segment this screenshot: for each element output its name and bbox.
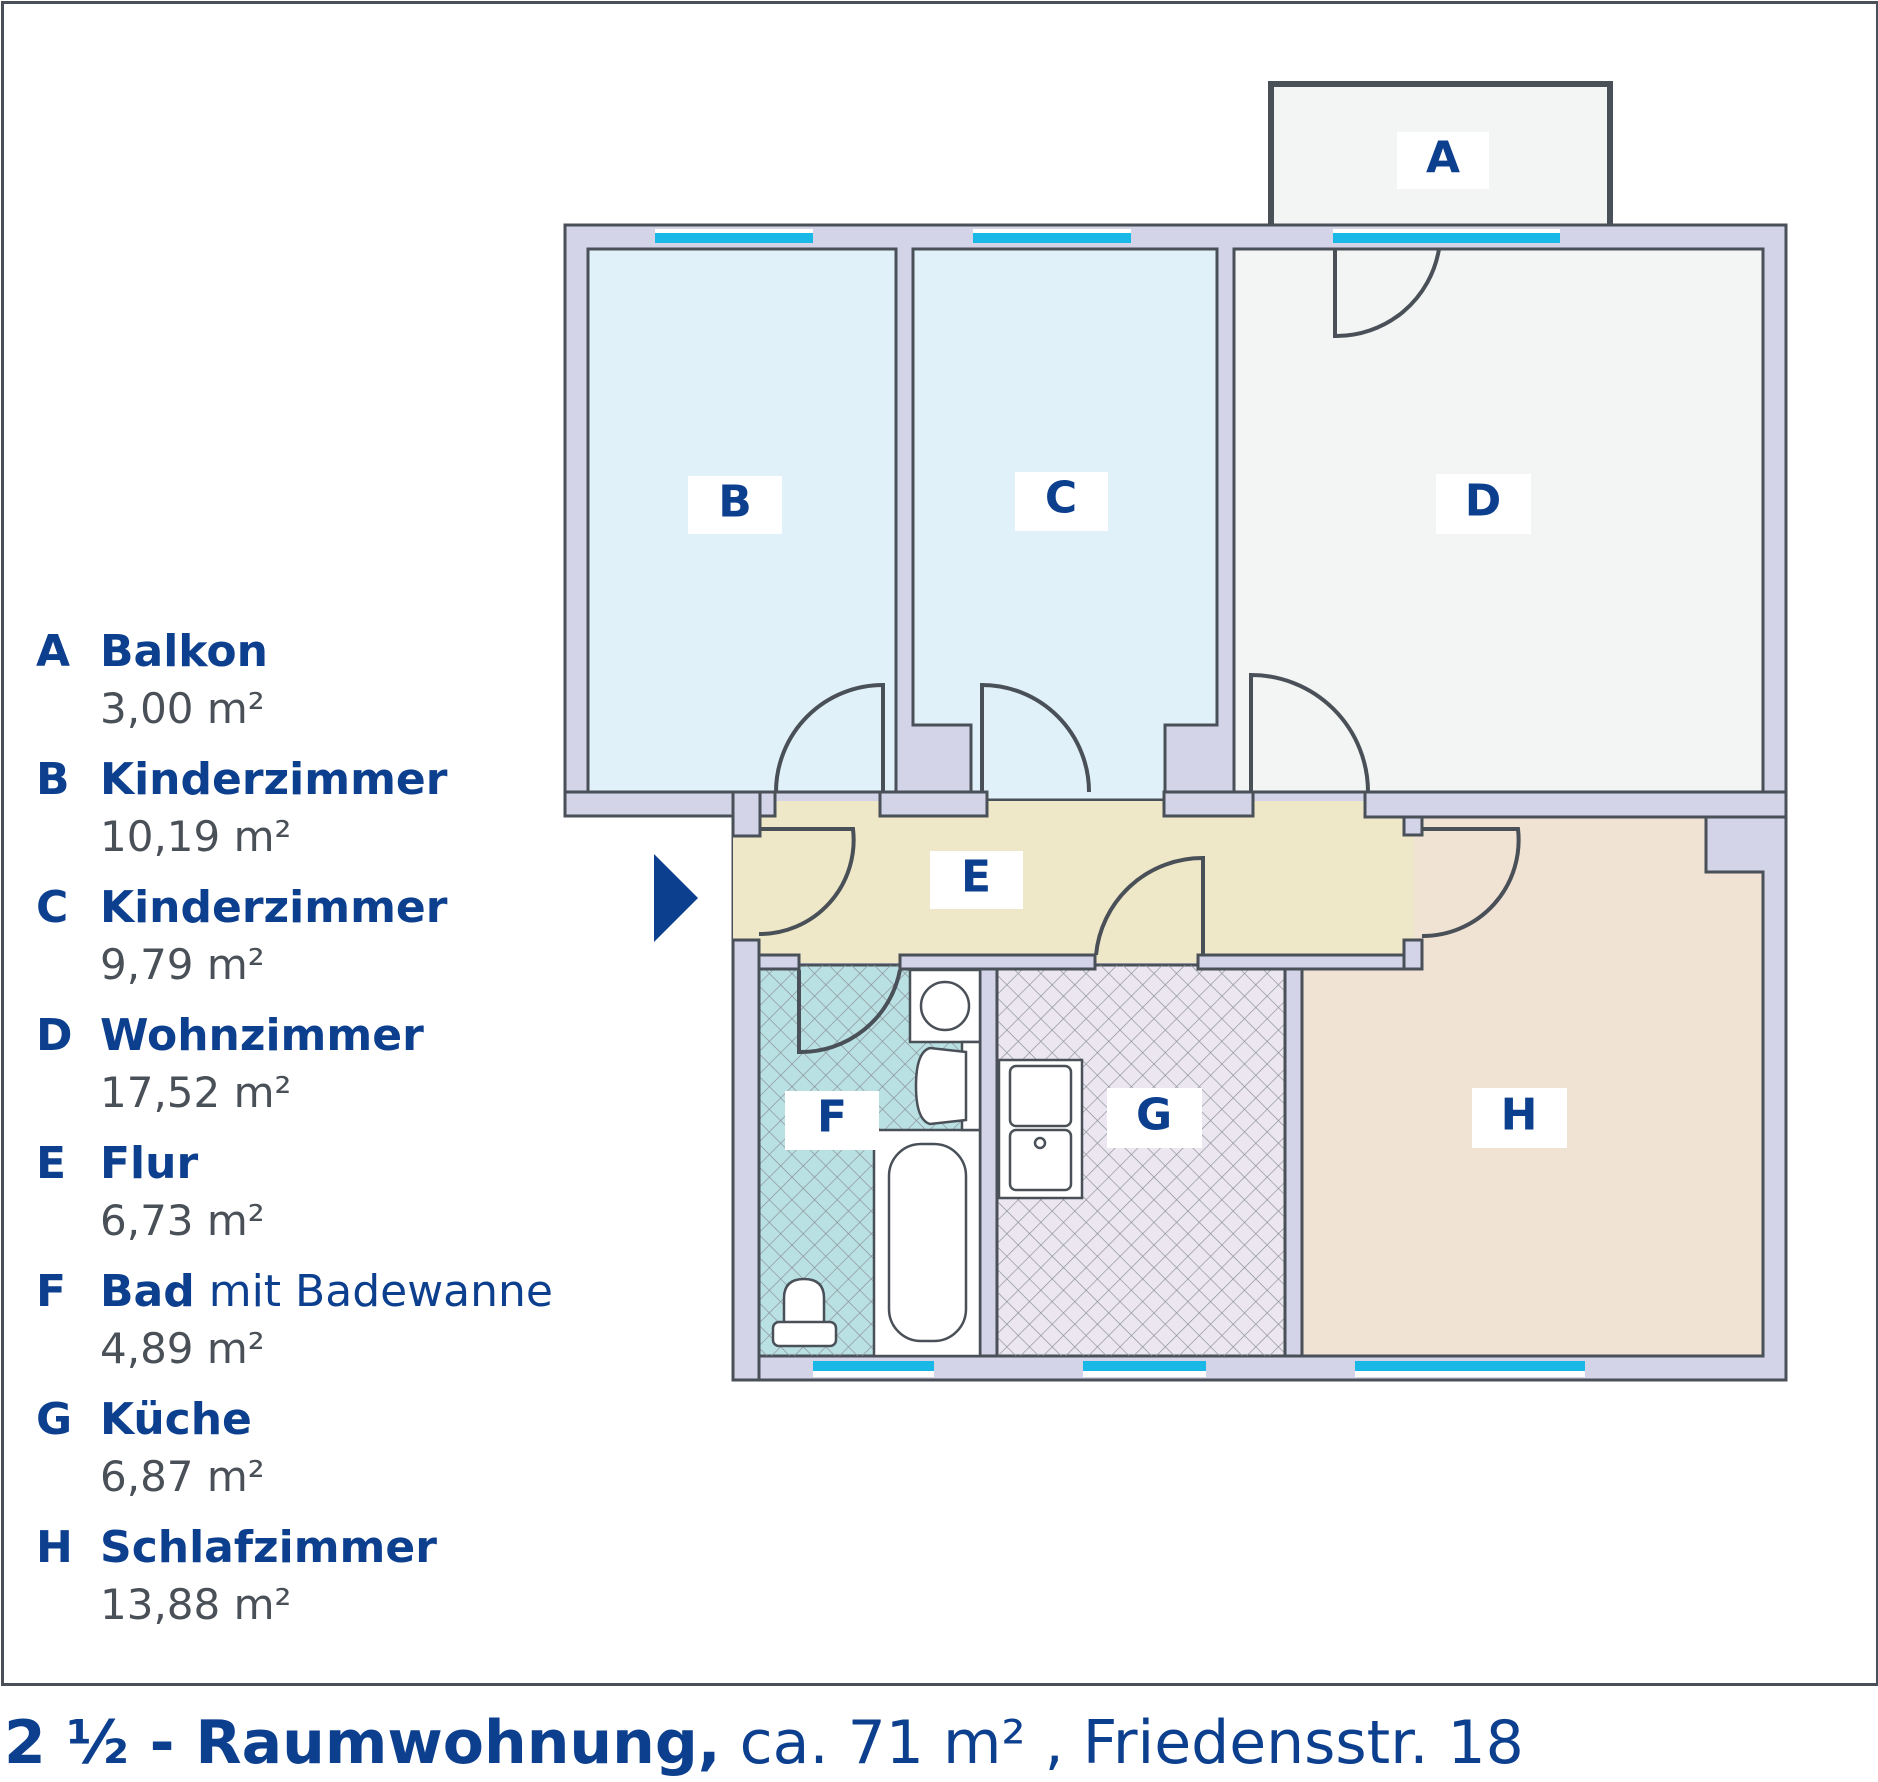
legend-name-text: Balkon	[100, 626, 268, 677]
door-entrance	[758, 827, 856, 937]
legend-letter: D	[36, 1010, 73, 1061]
sink-basin-2	[1008, 1128, 1073, 1192]
title-main: 2 ½ - Raumwohnung,	[4, 1708, 721, 1778]
legend-area: 9,79 m²	[100, 940, 265, 989]
legend-name: Kinderzimmer	[100, 882, 447, 933]
door-d	[1249, 672, 1370, 793]
legend-area: 6,87 m²	[100, 1452, 265, 1501]
legend-letter: H	[36, 1522, 73, 1573]
legend-name: Kinderzimmer	[100, 754, 447, 805]
legend-letter: B	[36, 754, 70, 805]
legend-name-text: Küche	[100, 1394, 252, 1445]
legend-area: 3,00 m²	[100, 684, 265, 733]
legend-area: 6,73 m²	[100, 1196, 265, 1245]
door-h	[1421, 827, 1521, 939]
door-c	[980, 682, 1091, 793]
legend-name: Wohnzimmer	[100, 1010, 424, 1061]
toilet	[782, 1277, 826, 1328]
legend-name-text: Kinderzimmer	[100, 882, 448, 933]
legend-name-text: Wohnzimmer	[100, 1010, 424, 1061]
label-a: A	[1426, 133, 1460, 184]
label-c: C	[1045, 473, 1077, 524]
label-b: B	[718, 477, 752, 528]
legend-letter: G	[36, 1394, 73, 1445]
room-e-hall	[733, 801, 1414, 963]
legend-area: 13,88 m²	[100, 1580, 292, 1629]
legend-area: 17,52 m²	[100, 1068, 292, 1117]
legend-name-text: Flur	[100, 1138, 199, 1189]
sink-basin-1	[1008, 1064, 1073, 1128]
washing-machine-drum	[919, 980, 971, 1032]
legend-name: Balkon	[100, 626, 268, 677]
label-d: D	[1465, 476, 1502, 527]
legend-area: 10,19 m²	[100, 812, 292, 861]
title-details: ca. 71 m² , Friedensstr. 18	[720, 1708, 1524, 1778]
plan-frame	[1, 1, 1878, 1686]
door-b	[774, 682, 885, 793]
legend-name-extra: mit Badewanne	[194, 1266, 553, 1317]
label-e: E	[961, 852, 991, 903]
door-f	[797, 969, 902, 1055]
sink-drain	[1033, 1136, 1047, 1150]
legend-name: Flur	[100, 1138, 198, 1189]
legend-name: Küche	[100, 1394, 252, 1445]
legend-name: Schlafzimmer	[100, 1522, 437, 1573]
entrance-arrow-icon	[654, 854, 698, 942]
door-balcony	[1333, 248, 1441, 339]
legend-name-text: Schlafzimmer	[100, 1522, 437, 1573]
label-h: H	[1501, 1090, 1538, 1141]
label-g: G	[1136, 1090, 1172, 1141]
legend-letter: C	[36, 882, 69, 933]
legend-letter: E	[36, 1138, 67, 1189]
label-f: F	[817, 1092, 847, 1143]
hall-walls	[563, 790, 1788, 1382]
legend-name-text: Bad	[100, 1266, 195, 1317]
legend-letter: F	[36, 1266, 67, 1317]
windows	[655, 229, 1585, 1377]
doors	[758, 248, 1521, 1055]
bathtub-basin	[887, 1142, 968, 1343]
page-title: 2 ½ - Raumwohnung, ca. 71 m² , Friedenss…	[4, 1708, 1524, 1778]
washbasin	[914, 1046, 968, 1126]
legend-area: 4,89 m²	[100, 1324, 265, 1373]
legend-name: Bad mit Badewanne	[100, 1266, 553, 1317]
legend-letter: A	[36, 626, 71, 677]
toilet-tank	[771, 1320, 838, 1348]
door-g	[1094, 855, 1205, 956]
legend-name-text: Kinderzimmer	[100, 754, 448, 805]
